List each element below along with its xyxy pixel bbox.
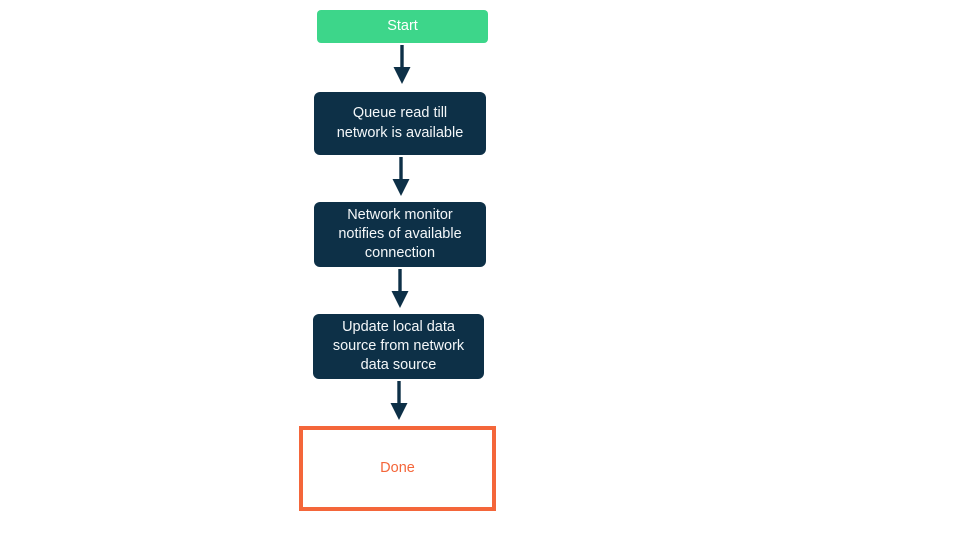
arrow-start-to-queue-read	[392, 45, 412, 84]
node-queue-read[interactable]: Queue read till network is available	[314, 92, 486, 155]
arrow-queue-read-to-network-monitor	[391, 157, 411, 196]
node-update-local-data-source-label: Update local data source from network da…	[332, 318, 465, 374]
arrow-update-to-done	[389, 381, 409, 420]
node-network-monitor[interactable]: Network monitor notifies of available co…	[314, 202, 486, 267]
node-done[interactable]: Done	[299, 426, 496, 511]
node-start[interactable]: Start	[317, 10, 488, 43]
node-network-monitor-label: Network monitor notifies of available co…	[338, 206, 462, 262]
node-update-local-data-source[interactable]: Update local data source from network da…	[313, 314, 484, 379]
node-done-label: Done	[380, 459, 415, 476]
arrow-network-monitor-to-update	[390, 269, 410, 308]
node-queue-read-label: Queue read till network is available	[336, 105, 464, 141]
node-start-label: Start	[387, 17, 418, 34]
